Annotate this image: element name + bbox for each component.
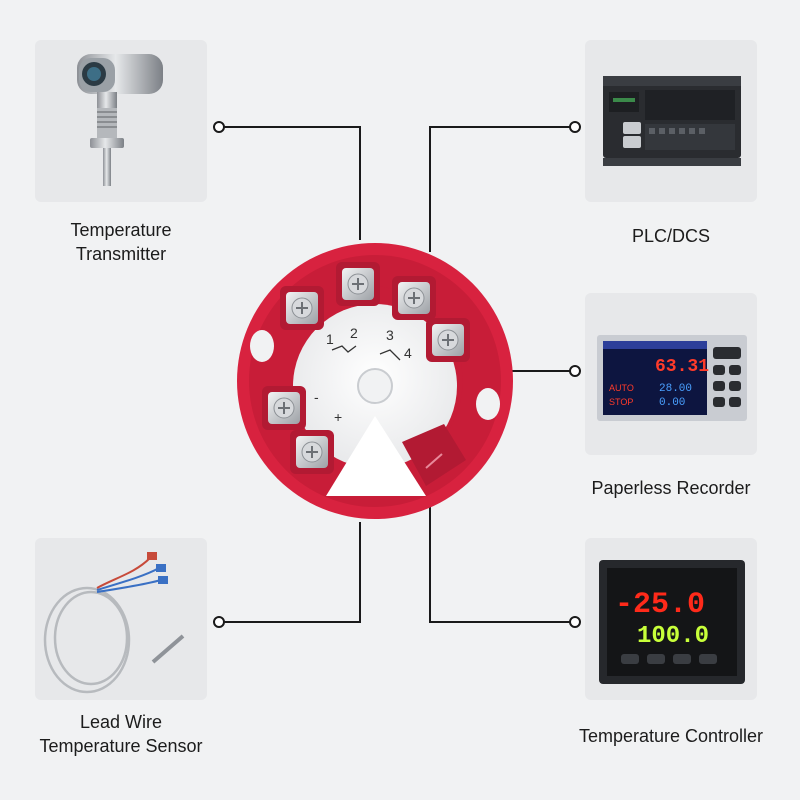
recorder-readout-a: 28.00 [659, 383, 692, 395]
connector-node-transmitter [213, 121, 225, 133]
card-plc-dcs [585, 40, 757, 202]
paperless-recorder-image: 63.31 AUTO STOP 28.00 0.00 [597, 335, 747, 421]
recorder-mode-stop: STOP [609, 397, 633, 407]
plc-image [603, 76, 741, 166]
lead-wire-sensor-image [43, 552, 185, 694]
temperature-transmitter-image [77, 54, 163, 186]
controller-sv-display: 100.0 [637, 623, 709, 650]
terminal-screws [262, 262, 470, 474]
connector-node-sensor [213, 616, 225, 628]
terminal-number-2: 2 [350, 325, 358, 341]
terminal-number-3: 3 [386, 327, 394, 343]
lead-wire-sensor-label-line1: Lead Wire [79, 712, 163, 732]
card-lead-wire-sensor [35, 538, 207, 700]
card-paperless-recorder: 63.31 AUTO STOP 28.00 0.00 [585, 293, 757, 455]
controller-pv-display: -25.0 [615, 588, 705, 622]
transmitter-module: 1 2 3 4 - + [237, 243, 513, 519]
mounting-slot-right [476, 388, 500, 420]
center-hole [357, 368, 393, 404]
paperless-recorder-label: Paperless Recorder [591, 478, 751, 498]
terminal-number-1: 1 [326, 331, 334, 347]
thermocouple-symbol [379, 349, 401, 361]
card-temperature-transmitter [35, 40, 207, 202]
rtd-symbol [331, 345, 357, 353]
recorder-mode-auto: AUTO [609, 383, 634, 393]
connector-node-plc [569, 121, 581, 133]
lead-wire-sensor-label: Lead Wire Temperature Sensor [10, 710, 232, 758]
polarity-plus: + [334, 409, 342, 425]
card-temperature-controller: -25.0 100.0 [585, 538, 757, 700]
recorder-main-readout: 63.31 [655, 357, 709, 377]
polarity-minus: - [314, 389, 319, 405]
terminal-number-4: 4 [404, 345, 412, 361]
connector-node-recorder [569, 365, 581, 377]
module-window [402, 424, 466, 486]
lead-wire-sensor-label-line2: Temperature Sensor [39, 736, 203, 756]
recorder-readout-b: 0.00 [659, 397, 685, 409]
temperature-transmitter-label-line2: Transmitter [75, 244, 167, 264]
temperature-controller-image: -25.0 100.0 [599, 560, 745, 684]
plc-dcs-label: PLC/DCS [631, 226, 711, 246]
temperature-controller-label: Temperature Controller [578, 726, 764, 746]
temperature-transmitter-label: Temperature Transmitter [35, 218, 207, 266]
mounting-slot-left [250, 330, 274, 362]
connector-node-controller [569, 616, 581, 628]
temperature-transmitter-label-line1: Temperature [70, 220, 172, 240]
